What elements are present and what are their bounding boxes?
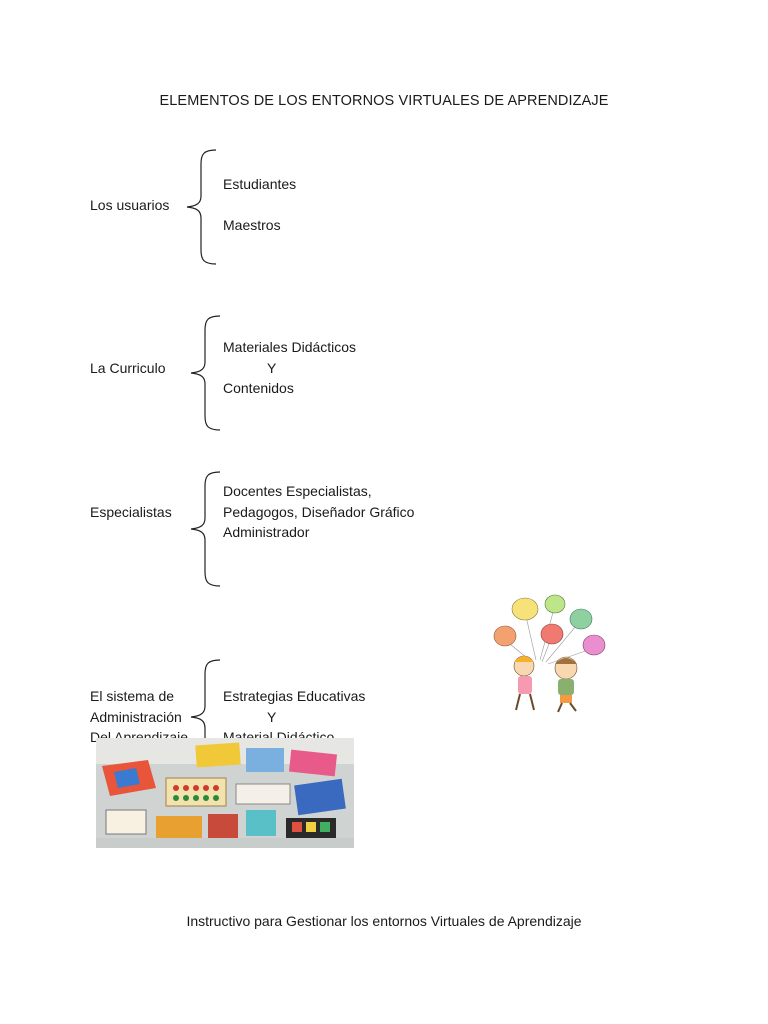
label-line: La Curriculo <box>90 360 166 376</box>
children-balloons-illustration <box>488 592 612 716</box>
item-administrador: Administrador <box>223 524 310 540</box>
section-label: Los usuarios <box>90 195 169 216</box>
item-maestros: Maestros <box>223 217 281 233</box>
label-line: Especialistas <box>90 504 172 520</box>
section-items: Materiales Didácticos Y Contenidos <box>223 337 356 399</box>
curly-brace-icon <box>186 149 217 265</box>
label-line: El sistema de <box>90 688 175 704</box>
section-items: Estudiantes Maestros <box>223 174 296 236</box>
item-docentes: Docentes Especialistas, <box>223 483 372 499</box>
item-materiales: Materiales Didácticos <box>223 339 357 355</box>
item-blank <box>223 195 296 216</box>
didactic-materials-photo <box>96 738 354 848</box>
balloons-image <box>493 594 606 713</box>
materials-image <box>96 738 354 848</box>
curly-brace-icon <box>190 315 221 431</box>
label-line: Los usuarios <box>90 197 170 213</box>
item-estrategias: Estrategias Educativas <box>223 688 366 704</box>
curly-brace-icon <box>190 471 221 587</box>
page-title: ELEMENTOS DE LOS ENTORNOS VIRTUALES DE A… <box>159 93 609 109</box>
item-estudiantes: Estudiantes <box>223 176 297 192</box>
item-pedagogos: Pedagogos, Diseñador Gráfico <box>223 503 415 520</box>
item-y: Y <box>267 708 277 725</box>
section-label: La Curriculo <box>90 358 165 379</box>
item-contenidos: Contenidos <box>223 380 294 396</box>
item-y: Y <box>267 359 277 376</box>
label-line: Administración <box>90 708 182 725</box>
section-label: Especialistas <box>90 502 172 523</box>
footer-caption: Instructivo para Gestionar los entornos … <box>186 913 582 929</box>
section-items: Docentes Especialistas, Pedagogos, Diseñ… <box>223 481 414 543</box>
